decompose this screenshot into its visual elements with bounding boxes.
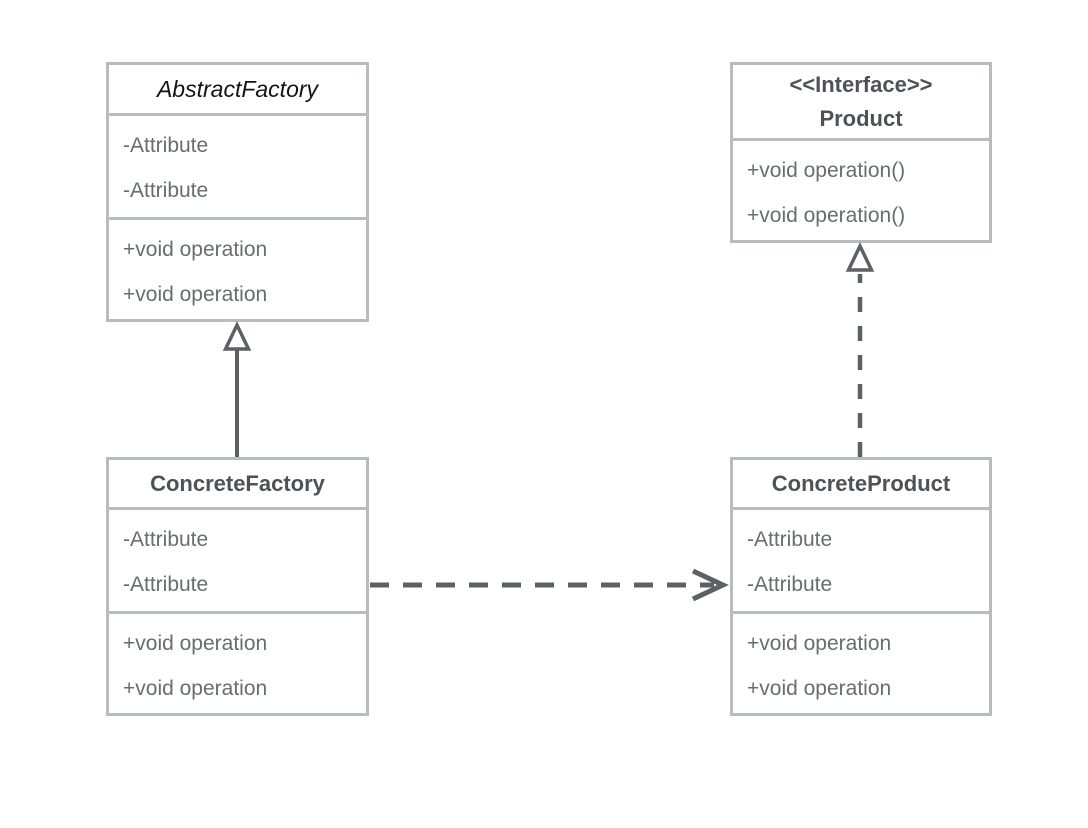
method-row: +void operation() (747, 203, 906, 227)
class-header-concrete-product: ConcreteProduct (733, 460, 989, 510)
method-row: +void operation (123, 237, 268, 261)
method-row: +void operation (123, 282, 268, 306)
attributes-section: -Attribute -Attribute (109, 116, 366, 220)
methods-section: +void operation() +void operation() (733, 141, 989, 240)
method-row: +void operation (747, 676, 892, 700)
class-box-concrete-factory: ConcreteFactory -Attribute -Attribute +v… (106, 457, 369, 716)
class-header-concrete-factory: ConcreteFactory (109, 460, 366, 510)
attributes-section: -Attribute -Attribute (733, 510, 989, 614)
attribute-row: -Attribute (747, 527, 833, 551)
attribute-row: -Attribute (747, 572, 833, 596)
realization-arrow (845, 241, 875, 457)
class-name-abstract-factory: AbstractFactory (156, 76, 319, 102)
class-name-product: Product (819, 105, 903, 131)
attribute-row: -Attribute (123, 572, 209, 596)
generalization-hollow-triangle-icon (222, 320, 252, 351)
methods-section: +void operation +void operation (733, 614, 989, 713)
dependency-open-arrowhead-icon (691, 568, 729, 602)
class-header-product: <<Interface>> Product (733, 65, 989, 141)
generalization-arrow (222, 320, 252, 457)
attributes-section: -Attribute -Attribute (109, 510, 366, 614)
dependency-arrow (370, 568, 729, 602)
class-box-abstract-factory: AbstractFactory -Attribute -Attribute +v… (106, 62, 369, 322)
realization-hollow-triangle-icon (845, 241, 875, 272)
attribute-row: -Attribute (123, 133, 209, 157)
class-box-concrete-product: ConcreteProduct -Attribute -Attribute +v… (730, 457, 992, 716)
method-row: +void operation (123, 676, 268, 700)
attribute-row: -Attribute (123, 178, 209, 202)
class-name-concrete-product: ConcreteProduct (771, 470, 951, 496)
attribute-row: -Attribute (123, 527, 209, 551)
method-row: +void operation() (747, 158, 906, 182)
methods-section: +void operation +void operation (109, 220, 366, 319)
class-name-concrete-factory: ConcreteFactory (150, 470, 325, 496)
class-stereotype-product: <<Interface>> (789, 71, 933, 97)
method-row: +void operation (747, 631, 892, 655)
class-header-abstract-factory: AbstractFactory (109, 65, 366, 116)
methods-section: +void operation +void operation (109, 614, 366, 713)
method-row: +void operation (123, 631, 268, 655)
class-box-product: <<Interface>> Product +void operation() … (730, 62, 992, 243)
